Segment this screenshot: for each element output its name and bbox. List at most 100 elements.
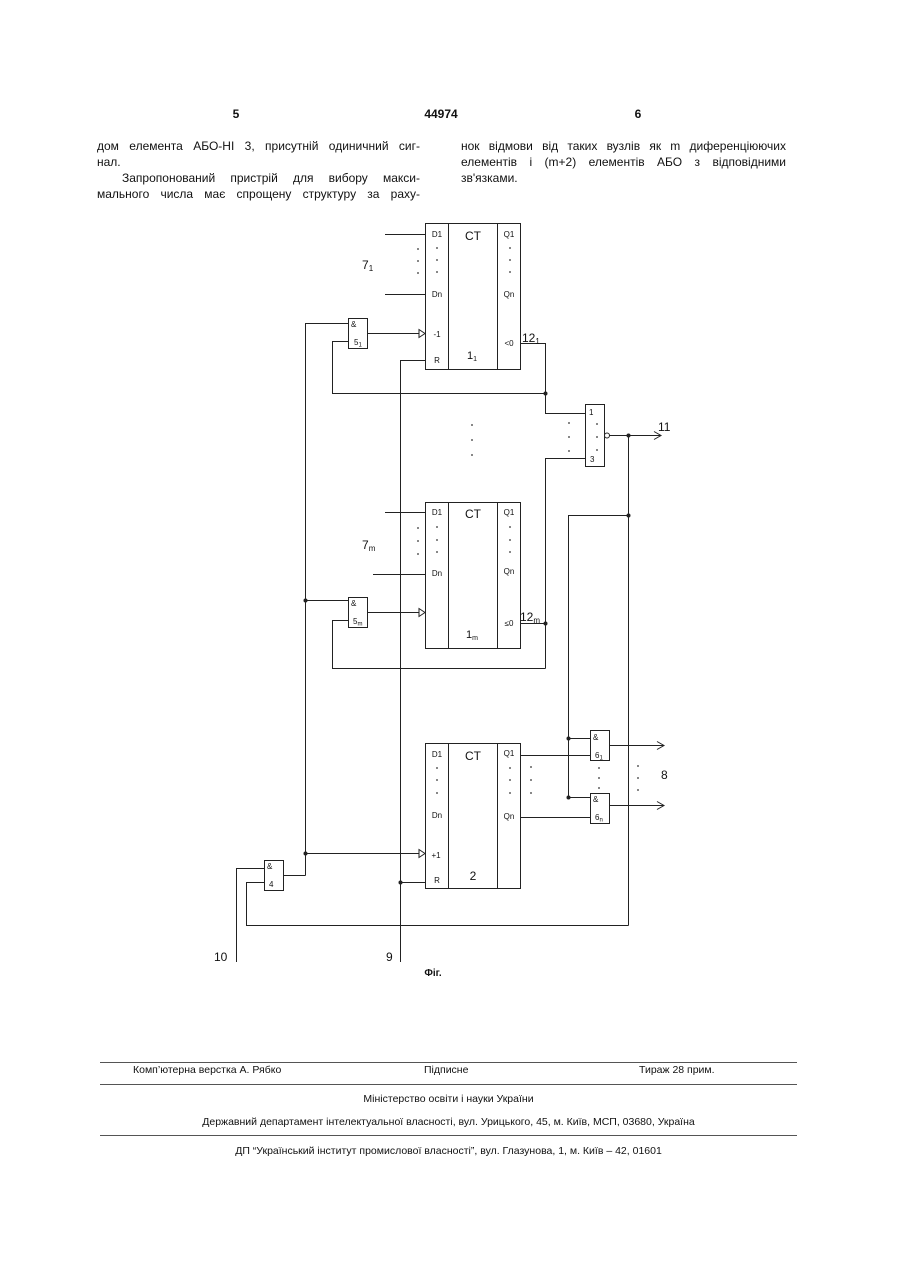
pin-label-q1: Q1: [504, 230, 515, 239]
counter-2: D1 CT Q1 Dn Qn +1 R 2: [426, 744, 521, 889]
right-text-column: нок відмови від таких вузлів як m дифере…: [461, 138, 786, 186]
input-label-7-1: 71: [362, 258, 374, 273]
feedback-wire-m: [332, 458, 585, 669]
pin-label-dn: Dn: [432, 290, 442, 299]
junction-dot: [567, 737, 571, 741]
page-number-right: 6: [618, 107, 658, 121]
gate-symbol: &: [593, 733, 599, 742]
gate-symbol: 1: [589, 408, 594, 417]
text-line: зв'язками.: [461, 170, 786, 186]
gate-id-label: 4: [269, 880, 274, 889]
output-label-11: 11: [658, 420, 671, 434]
counter-1-m: D1 CT Q1 Dn Qn ≤0 1m: [426, 503, 521, 649]
inversion-circle: [605, 433, 610, 438]
text-line: нал.: [97, 154, 420, 170]
text-line: мального числа має спрощену структуру за…: [97, 186, 420, 202]
input-wire-10: [236, 868, 264, 962]
counter-id-label: 11: [467, 350, 477, 363]
pin-label-qn: Qn: [504, 567, 515, 576]
text-line: нок відмови від таких вузлів як m дифере…: [461, 138, 786, 154]
figure-caption: Фіг.: [424, 968, 441, 979]
pin-label-dn: Dn: [432, 569, 442, 578]
junction-dot: [627, 434, 631, 438]
feedback-wire-1: [332, 341, 546, 394]
text-line: дом елемента АБО-НІ 3, присутній одиничн…: [97, 138, 420, 154]
counter-id-label: 1m: [466, 629, 478, 642]
reset-wire-9: [400, 360, 425, 962]
dynamic-input-markers: [419, 330, 425, 858]
junction-dot: [304, 599, 308, 603]
pin-label-q1: Q1: [504, 508, 515, 517]
arrowhead: [657, 802, 664, 810]
text-line: елементів і (m+2) елементів АБО з відпов…: [461, 154, 786, 170]
footer-credit: Комп’ютерна верстка А. Рябко: [133, 1064, 281, 1077]
and-gate-5-m: & 5m: [349, 598, 368, 628]
junction-dot: [627, 514, 631, 518]
gate-symbol: &: [351, 599, 357, 608]
output-arrowheads: [654, 432, 664, 810]
nor-gate-3: 1 3: [586, 405, 610, 467]
gate-id-label: 51: [354, 338, 362, 349]
pin-label-dn: Dn: [432, 811, 442, 820]
pin-label-d1: D1: [432, 750, 443, 759]
footer-rule-bottom: [100, 1135, 797, 1136]
pin-label-minus1: -1: [433, 330, 441, 339]
wires: [236, 235, 664, 963]
and-gate-6-n: & 6n: [591, 794, 610, 824]
input-label-7-m: 7m: [362, 538, 376, 553]
and-gate-5-1: & 51: [349, 319, 368, 349]
pin-label-qn: Qn: [504, 290, 515, 299]
gate-6-enable-wire: [568, 515, 629, 798]
input-lines-7-1: [385, 235, 425, 295]
footer-ministry: Міністерство освіти і науки України: [100, 1093, 797, 1106]
pin-label-d1: D1: [432, 508, 443, 517]
footer-rule-top: [100, 1062, 797, 1063]
pin-label-negative: <0: [504, 339, 514, 348]
output-wire-12-1: [520, 343, 585, 414]
pin-label-plus1: +1: [431, 851, 441, 860]
counter-1-1: D1 CT Q1 Dn Qn -1 R <0 11: [426, 224, 521, 370]
and-gate-6-1: & 61: [591, 731, 610, 762]
input-label-9: 9: [386, 950, 393, 964]
gate-id-label: 6n: [595, 813, 603, 824]
triangle-marker: [419, 850, 425, 858]
output-label-8: 8: [661, 768, 668, 782]
footer-department: Державний департамент інтелектуальної вл…: [100, 1116, 797, 1129]
triangle-marker: [419, 330, 425, 338]
counter-2-output-wires: [520, 756, 590, 818]
counter-type-label: CT: [465, 229, 482, 243]
stop-wire: [246, 435, 660, 926]
junction-dot: [399, 881, 403, 885]
input-lines-7-m: [373, 513, 425, 575]
page-number-left: 5: [216, 107, 256, 121]
pin-label-nonpositive: ≤0: [505, 619, 514, 628]
pin-label-r: R: [434, 876, 440, 885]
pin-label-q1: Q1: [504, 749, 515, 758]
gate-id-label: 61: [595, 751, 603, 762]
gate-symbol: &: [351, 320, 357, 329]
gate-symbol: &: [267, 862, 273, 871]
left-text-column: дом елемента АБО-НІ 3, присутній одиничн…: [97, 138, 420, 202]
pin-label-qn: Qn: [504, 812, 515, 821]
output-label-12-1: 121: [522, 331, 540, 346]
gate-5-output-wires: [367, 334, 419, 613]
junction-dot: [544, 622, 548, 626]
enable-bus: [284, 323, 419, 876]
footer-institute: ДП “Український інститут промислової вла…: [100, 1145, 797, 1158]
junction-dot: [304, 852, 308, 856]
pin-label-r: R: [434, 356, 440, 365]
counter-id-label: 2: [470, 869, 477, 883]
arrowhead: [654, 432, 661, 440]
arrowhead: [657, 742, 664, 750]
patent-number: 44974: [401, 107, 481, 121]
junction-dot: [567, 796, 571, 800]
footer-rule-middle: [100, 1084, 797, 1085]
pin-label-d1: D1: [432, 230, 443, 239]
gate-symbol: &: [593, 795, 599, 804]
triangle-marker: [419, 609, 425, 617]
counter-type-label: CT: [465, 749, 482, 763]
footer-subscription: Підписне: [424, 1064, 468, 1077]
gate-id-label: 3: [590, 455, 595, 464]
text-line: Запропонований пристрій для вибору макси…: [97, 170, 420, 186]
output-label-12-m: 12m: [520, 610, 540, 625]
